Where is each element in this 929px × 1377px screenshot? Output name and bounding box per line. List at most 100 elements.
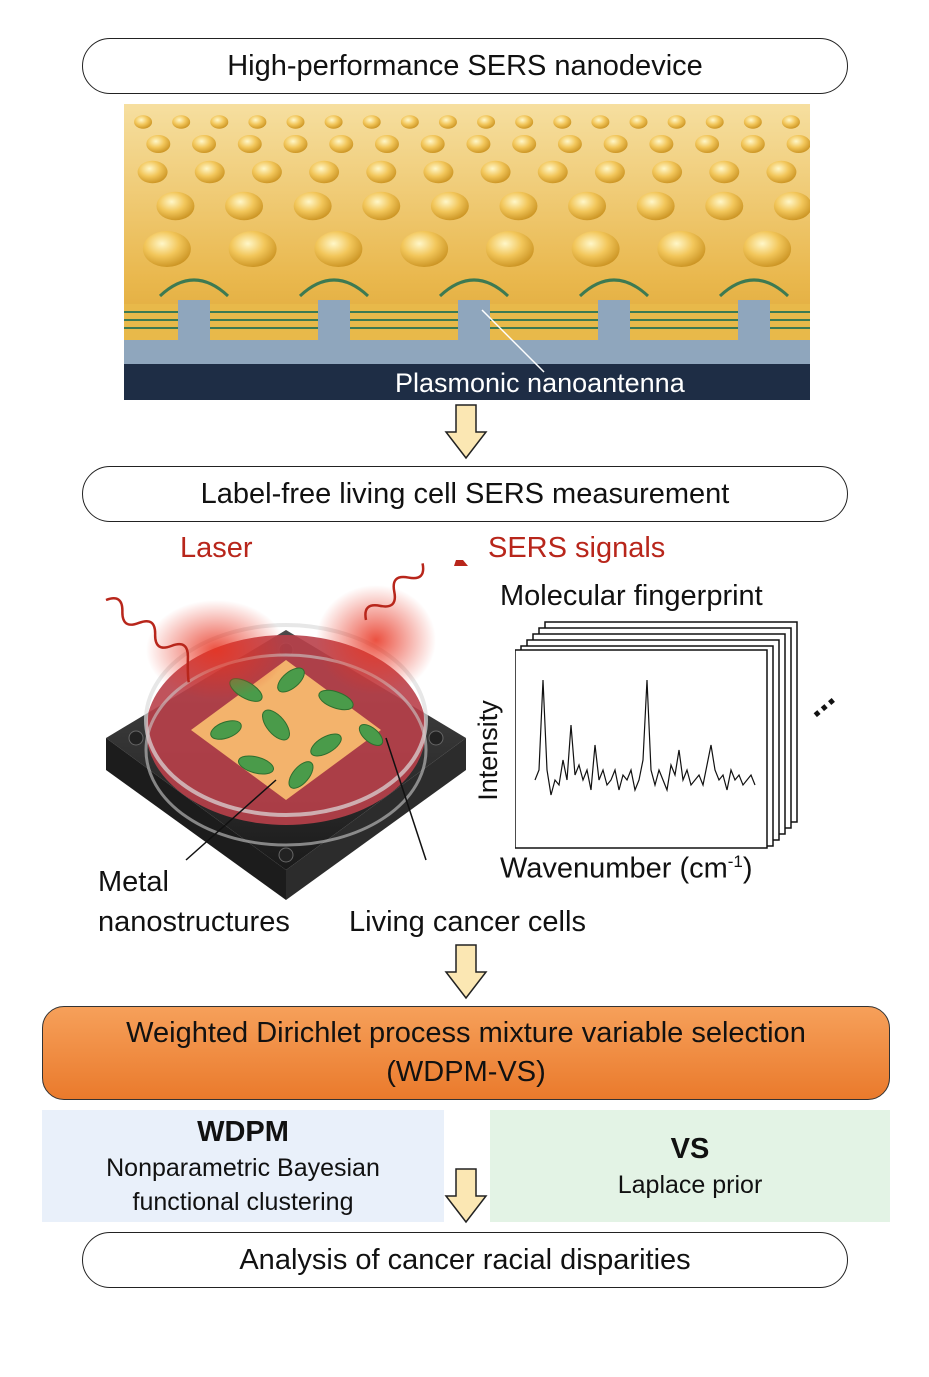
nanoantenna-arc (578, 278, 650, 298)
nanodome (329, 135, 354, 153)
nanodome (594, 160, 625, 184)
nanodome (146, 135, 171, 153)
wavenumber-label: Wavenumber (cm-1) (500, 852, 753, 886)
wavenumber-sup: -1 (727, 852, 743, 871)
step4-title-box: Analysis of cancer racial disparities (82, 1232, 848, 1288)
nanodome (293, 191, 332, 221)
nanoantenna-arc (298, 278, 370, 298)
sers-signals-label: SERS signals (488, 532, 666, 564)
wdpm-vs-box: Weighted Dirichlet process mixture varia… (42, 1006, 890, 1100)
nanodome (705, 191, 744, 221)
nanodome (192, 135, 217, 153)
nanodome (477, 115, 496, 129)
nanodome (225, 191, 264, 221)
nanodome (743, 231, 792, 267)
nanodome (172, 115, 191, 129)
sers-spectra-chart (515, 621, 798, 849)
nanodome (537, 160, 568, 184)
nanodome (480, 160, 511, 184)
nanodome (286, 115, 305, 129)
nanodome (324, 115, 343, 129)
nanodome (438, 115, 457, 129)
down-arrow-1 (444, 404, 488, 460)
nanodome (248, 115, 267, 129)
wdpm-title: WDPM (197, 1115, 289, 1148)
nanodome (649, 135, 674, 153)
nanodome (466, 135, 491, 153)
nanodome (636, 191, 675, 221)
nanodome (485, 231, 534, 267)
step1-title-box: High-performance SERS nanodevice (82, 38, 848, 94)
wdpm-vs-line1: Weighted Dirichlet process mixture varia… (126, 1016, 806, 1049)
nanodome (499, 191, 538, 221)
intensity-label: Intensity (472, 700, 503, 801)
nanodome (657, 231, 706, 267)
nanodome (251, 160, 282, 184)
nanoantenna-label: Plasmonic nanoantenna (395, 368, 685, 398)
nanodome (134, 115, 153, 129)
nanodome (512, 135, 537, 153)
nanodome (652, 160, 683, 184)
nanodome (362, 115, 381, 129)
nanodome (557, 135, 582, 153)
nanodome (366, 160, 397, 184)
nanodome (194, 160, 225, 184)
nanodome (740, 135, 765, 153)
laser-label: Laser (180, 532, 253, 564)
nanodome (786, 135, 810, 153)
vs-panel: VS Laplace prior (490, 1110, 890, 1222)
nanodome (773, 191, 810, 221)
wdpm-line1: Nonparametric Bayesian (106, 1153, 380, 1182)
nanopillar (318, 300, 350, 342)
wdpm-vs-line2: (WDPM-VS) (386, 1056, 546, 1088)
nanodome (515, 115, 534, 129)
molecular-fingerprint-label: Molecular fingerprint (500, 580, 763, 612)
nanodome (137, 160, 168, 184)
nanodome (743, 115, 762, 129)
nanodome (568, 191, 607, 221)
nanodome (423, 160, 454, 184)
petri-dish-illustration (105, 560, 468, 900)
nanodome (228, 231, 277, 267)
nanodome (237, 135, 262, 153)
nanodome (705, 115, 724, 129)
spectrum-line (534, 679, 756, 796)
vs-title: VS (670, 1132, 710, 1165)
step2-title: Label-free living cell SERS measurement (200, 477, 730, 510)
step4-title: Analysis of cancer racial disparities (239, 1243, 691, 1276)
nanopillars (158, 278, 790, 342)
nanodome (667, 115, 686, 129)
nanodome (603, 135, 628, 153)
nanodome (420, 135, 445, 153)
nanopillar (598, 300, 630, 342)
nanodome (709, 160, 740, 184)
metal-label-line1: Metal (98, 866, 169, 898)
nanoantenna-arc (718, 278, 790, 298)
nanodome (400, 115, 419, 129)
wdpm-panel: WDPM Nonparametric Bayesian functional c… (42, 1110, 444, 1222)
nanopillar (178, 300, 210, 342)
cells-label: Living cancer cells (349, 906, 586, 938)
nanodome (430, 191, 469, 221)
nanodome (362, 191, 401, 221)
wdpm-line2: functional clustering (132, 1187, 354, 1216)
nanodome (781, 115, 800, 129)
down-arrow-2 (444, 944, 488, 1000)
vs-line1: Laplace prior (617, 1170, 763, 1199)
step2-title-box: Label-free living cell SERS measurement (82, 466, 848, 522)
step1-title: High-performance SERS nanodevice (227, 49, 703, 82)
wavenumber-end: ) (742, 852, 753, 885)
nanodome (314, 231, 363, 267)
down-arrow-3 (444, 1168, 488, 1224)
nanodome (283, 135, 308, 153)
sers-nanodevice-illustration (124, 104, 810, 400)
nanodome (629, 115, 648, 129)
nanopillar (738, 300, 770, 342)
nanodome (571, 231, 620, 267)
nanodome (695, 135, 720, 153)
nanodome (309, 160, 340, 184)
nanodome (142, 231, 191, 267)
nanodome (374, 135, 399, 153)
nanodome (210, 115, 229, 129)
nanopillar (458, 300, 490, 342)
